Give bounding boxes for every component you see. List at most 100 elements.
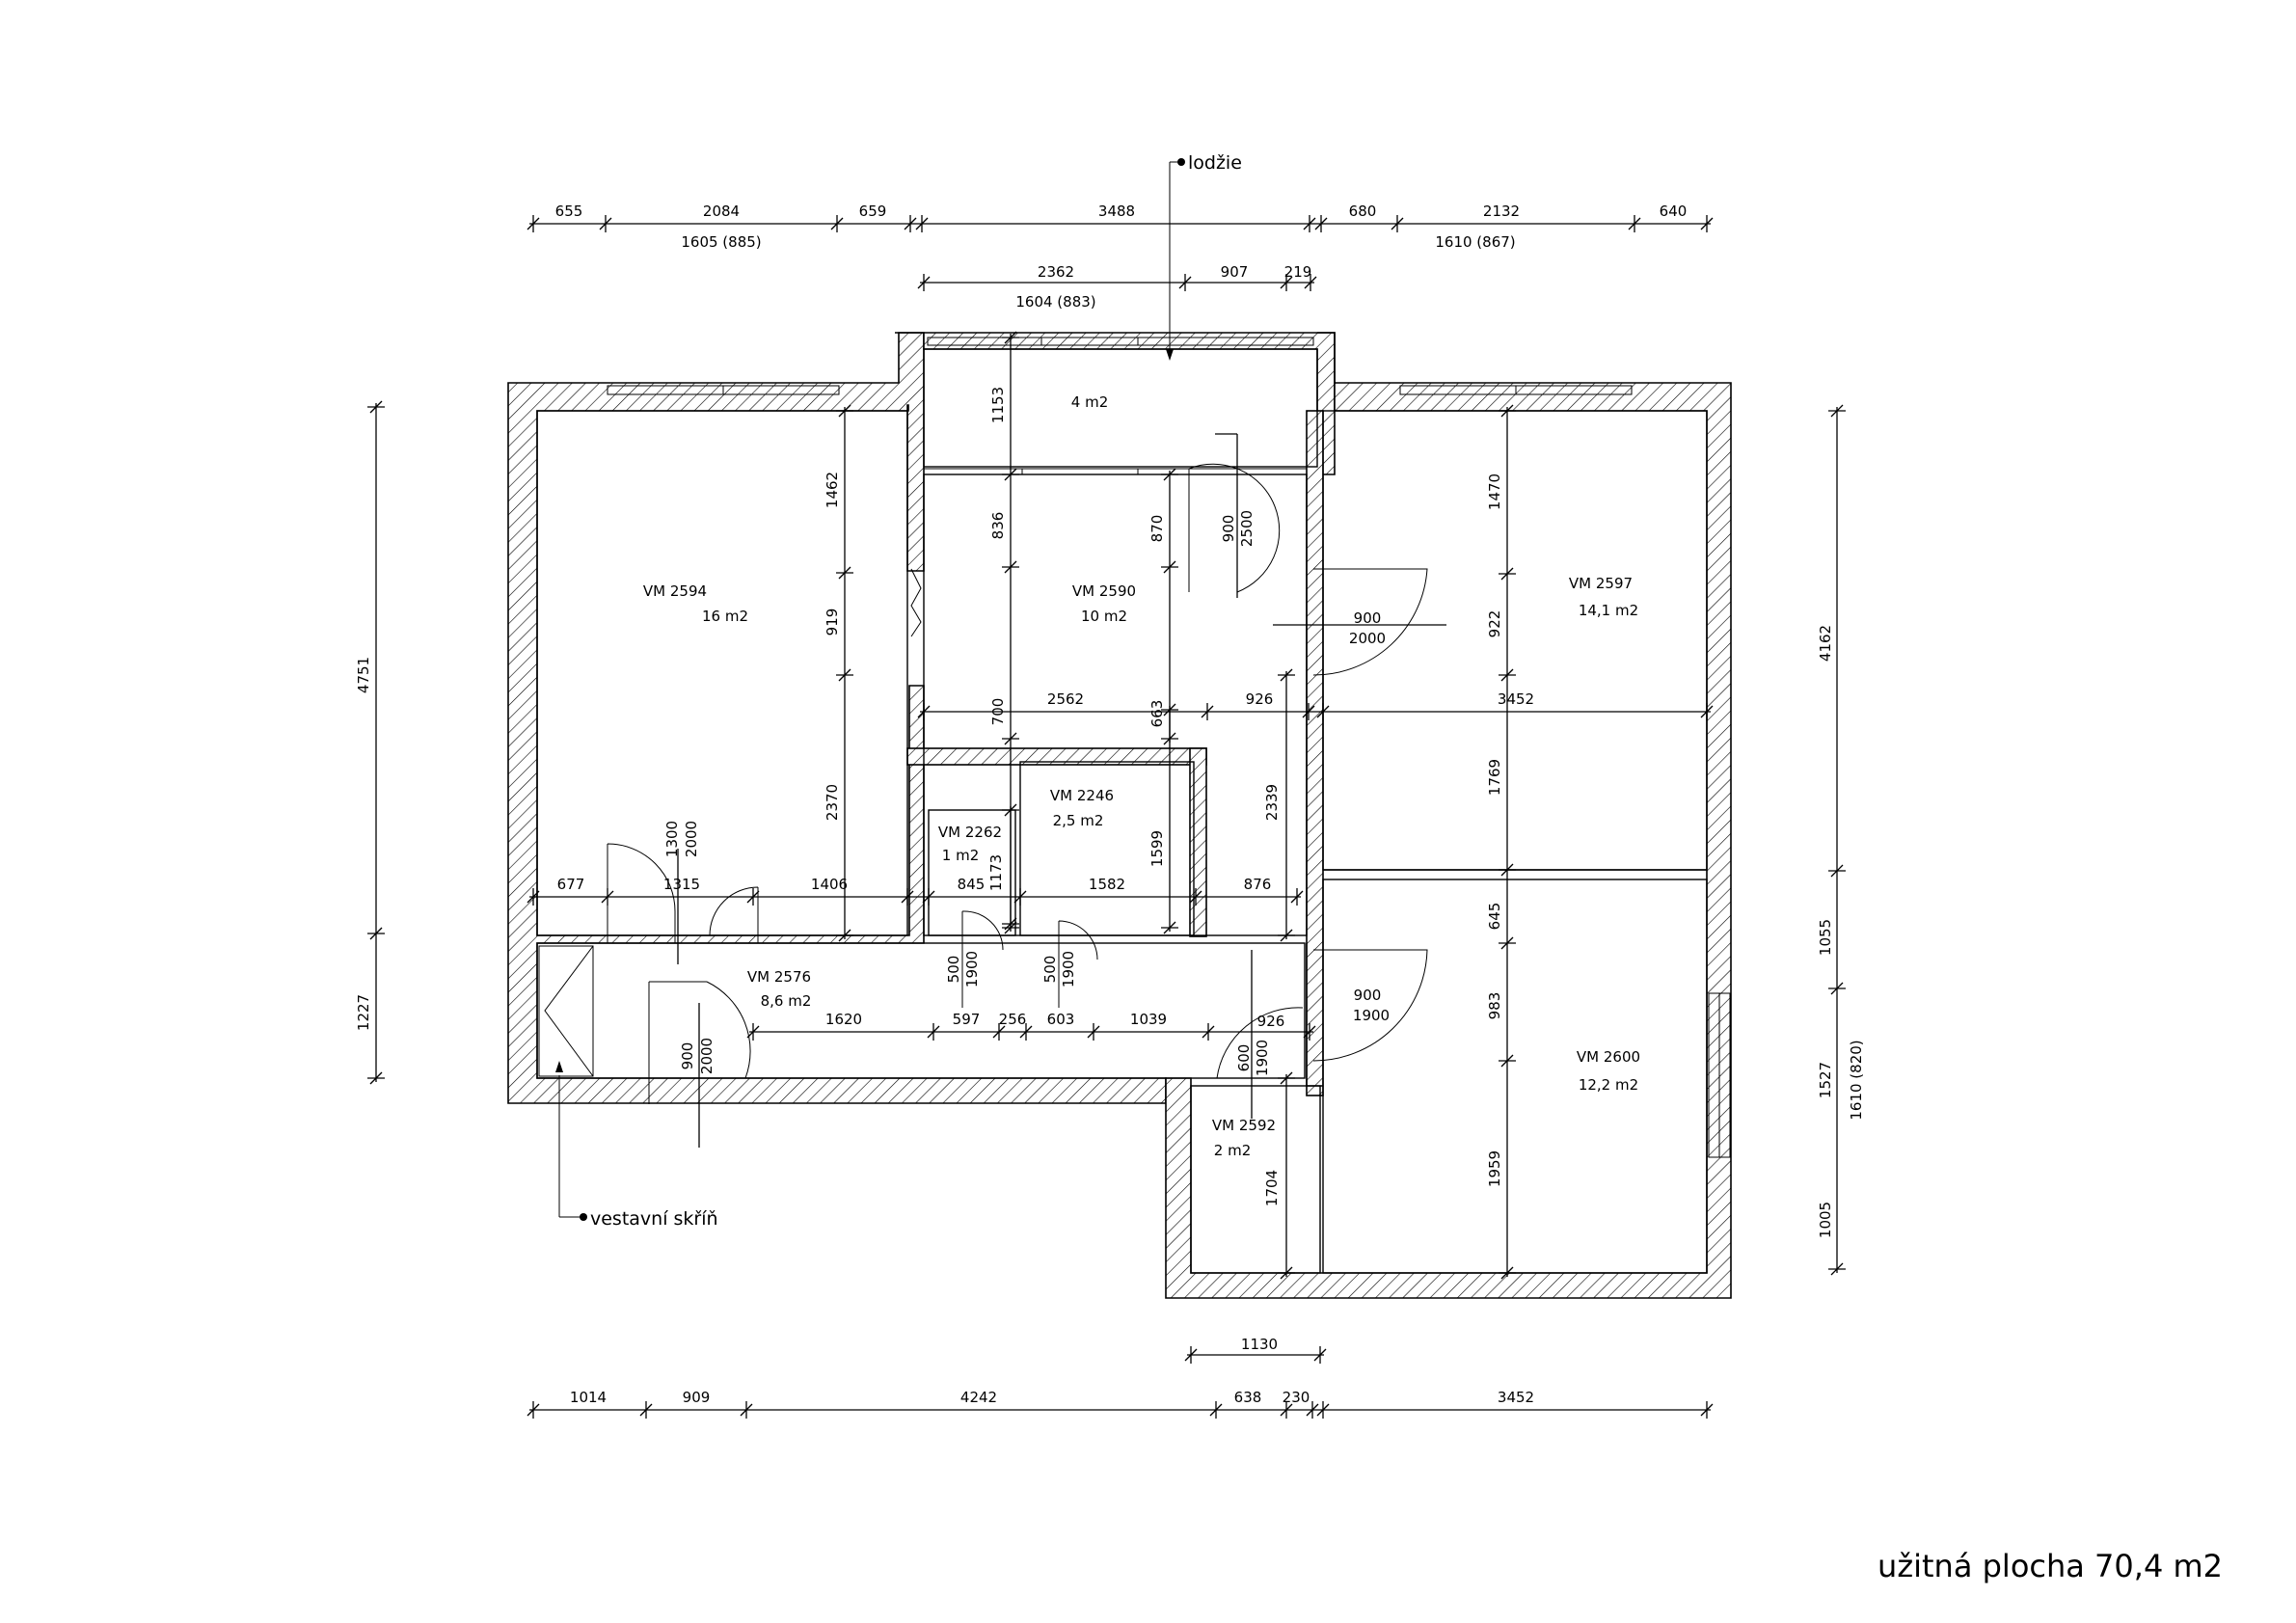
dim-text: 3452 bbox=[1498, 690, 1534, 708]
room-id: VM 2590 bbox=[1072, 582, 1136, 600]
dim-text: 1470 bbox=[1486, 473, 1503, 510]
dim-text: 907 bbox=[1221, 263, 1249, 281]
room-id: VM 2597 bbox=[1569, 575, 1633, 592]
room-area: 10 m2 bbox=[1081, 608, 1127, 625]
dim-text: 2339 bbox=[1263, 784, 1281, 821]
dim-text: 919 bbox=[824, 609, 841, 636]
dim-text: 1959 bbox=[1486, 1150, 1503, 1187]
dim-text: 876 bbox=[1244, 876, 1272, 893]
dim-text: 922 bbox=[1486, 610, 1503, 638]
room-area: 2,5 m2 bbox=[1053, 812, 1104, 829]
dim-text: 983 bbox=[1486, 992, 1503, 1020]
dim-text: 638 bbox=[1234, 1389, 1262, 1406]
room-area: 4 m2 bbox=[1071, 393, 1108, 411]
dim-text: 926 bbox=[1257, 1013, 1285, 1030]
dim-text: 3488 bbox=[1098, 203, 1135, 220]
dim-text: 2562 bbox=[1047, 690, 1084, 708]
dim-text: 2000 bbox=[683, 821, 700, 857]
dim-text: 3452 bbox=[1498, 1389, 1534, 1406]
room-area: 16 m2 bbox=[702, 608, 748, 625]
dim-text: 2000 bbox=[698, 1038, 716, 1074]
dim-text: 1900 bbox=[1254, 1040, 1271, 1076]
dim-text: 926 bbox=[1246, 690, 1274, 708]
room-id: VM 2592 bbox=[1212, 1117, 1276, 1134]
wall-loggia bbox=[895, 332, 1336, 475]
dim-text: 1527 bbox=[1817, 1062, 1834, 1098]
dim-text: 1704 bbox=[1263, 1170, 1281, 1206]
room-area: 1 m2 bbox=[942, 847, 979, 864]
dim-text: 680 bbox=[1349, 203, 1377, 220]
dim-text: 845 bbox=[958, 876, 986, 893]
dim-text: 1227 bbox=[355, 994, 372, 1031]
dim-text: 2132 bbox=[1483, 203, 1520, 220]
dim-text: 1315 bbox=[663, 876, 700, 893]
dim-text: 1153 bbox=[989, 387, 1007, 423]
doors bbox=[607, 463, 1428, 1104]
dim-text: 1900 bbox=[1353, 1007, 1390, 1024]
dim-text: 900 bbox=[1220, 515, 1237, 543]
dim-text: 1582 bbox=[1089, 876, 1125, 893]
dim-text: 1605 (885) bbox=[681, 233, 761, 251]
dim-text: 230 bbox=[1283, 1389, 1310, 1406]
dim-text: 1005 bbox=[1817, 1202, 1834, 1238]
dim-text: 1769 bbox=[1486, 759, 1503, 796]
loggia-pointer bbox=[1166, 158, 1185, 361]
loggia-note: lodžie bbox=[1188, 152, 1242, 174]
dim-text: 663 bbox=[1148, 700, 1166, 728]
dim-text: 1610 (820) bbox=[1848, 1040, 1865, 1120]
dim-text: 1173 bbox=[987, 854, 1005, 891]
dim-text: 603 bbox=[1047, 1011, 1075, 1028]
labels: 655 2084 659 3488 680 2132 640 1605 (885… bbox=[355, 152, 2223, 1584]
dim-text: 900 bbox=[1354, 987, 1382, 1004]
dim-text: 1300 bbox=[663, 821, 681, 857]
dim-text: 870 bbox=[1148, 515, 1166, 543]
dim-text: 1462 bbox=[824, 472, 841, 508]
dim-text: 1620 bbox=[825, 1011, 862, 1028]
dim-text: 2084 bbox=[703, 203, 740, 220]
room-id: VM 2262 bbox=[938, 824, 1002, 841]
windows bbox=[607, 337, 1731, 1158]
wardrobe bbox=[538, 945, 594, 1221]
dim-text: 219 bbox=[1284, 263, 1312, 281]
dim-text: 836 bbox=[989, 512, 1007, 540]
dim-text: 2362 bbox=[1038, 263, 1074, 281]
dim-text: 2370 bbox=[824, 784, 841, 821]
room-id: VM 2594 bbox=[643, 582, 707, 600]
dim-text: 1610 (867) bbox=[1435, 233, 1515, 251]
partitions bbox=[536, 348, 1708, 1274]
room-area: 8,6 m2 bbox=[761, 992, 812, 1010]
dim-text: 4751 bbox=[355, 657, 372, 693]
wall-core-right bbox=[1189, 747, 1207, 937]
dim-text: 659 bbox=[859, 203, 887, 220]
dim-text: 1406 bbox=[811, 876, 848, 893]
dim-text: 640 bbox=[1660, 203, 1688, 220]
dim-text: 1130 bbox=[1241, 1336, 1278, 1353]
dim-text: 1014 bbox=[570, 1389, 607, 1406]
room-id: VM 2600 bbox=[1577, 1048, 1640, 1066]
dim-text: 655 bbox=[555, 203, 583, 220]
usable-area-label: užitná plocha 70,4 m2 bbox=[1877, 1548, 2223, 1584]
dim-text: 4242 bbox=[960, 1389, 997, 1406]
dim-text: 1604 (883) bbox=[1015, 293, 1095, 311]
room-area: 14,1 m2 bbox=[1579, 602, 1638, 619]
dimension-lines bbox=[367, 215, 1846, 1419]
room-id: VM 2576 bbox=[747, 968, 811, 986]
dim-text: 700 bbox=[989, 698, 1007, 726]
dim-text: 500 bbox=[1041, 956, 1059, 984]
dim-text: 909 bbox=[683, 1389, 711, 1406]
dim-text: 2500 bbox=[1238, 510, 1256, 547]
wardrobe-note: vestavní skříň bbox=[590, 1208, 718, 1230]
dim-text: 597 bbox=[953, 1011, 981, 1028]
dim-text: 1900 bbox=[963, 951, 981, 987]
room-area: 2 m2 bbox=[1214, 1142, 1251, 1159]
dim-text: 1055 bbox=[1817, 919, 1834, 956]
room-area: 12,2 m2 bbox=[1579, 1076, 1638, 1094]
walls bbox=[507, 332, 1732, 1299]
dim-text: 1599 bbox=[1148, 830, 1166, 867]
dim-text: 256 bbox=[999, 1011, 1027, 1028]
room-id: VM 2246 bbox=[1050, 787, 1114, 804]
dim-text: 1039 bbox=[1130, 1011, 1167, 1028]
dim-text: 600 bbox=[1235, 1044, 1253, 1072]
dim-text: 2000 bbox=[1349, 630, 1386, 647]
